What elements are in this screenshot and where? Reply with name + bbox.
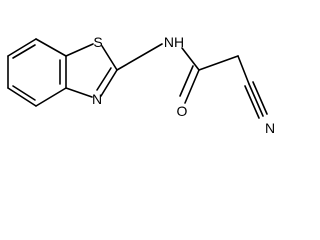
bond-benzene-double-1	[12, 44, 36, 59]
bond-triple-2	[252, 81, 268, 115]
bond-benzene-5	[35, 87, 67, 107]
atom-label-ring-nitrogen: N	[92, 91, 102, 107]
bond-c2-nh	[116, 43, 163, 71]
bond-carbonyl-o-double	[179, 65, 194, 97]
bond-s-c2	[101, 45, 118, 71]
nitrile-triple-bond	[244, 81, 268, 119]
atom-label-carbonyl-oxygen: O	[177, 103, 188, 119]
structure-canvas: S NH N O N	[7, 34, 275, 136]
bond-benzene-2	[7, 38, 37, 57]
bond-c2-n	[100, 69, 118, 97]
bond-benzene-4	[7, 87, 37, 107]
bond-benzene-1	[35, 38, 67, 57]
bond-n-c	[65, 87, 93, 98]
amide-chain	[116, 43, 250, 104]
bond-carbonyl-o	[184, 69, 200, 104]
bond-carbonyl-ch2	[198, 55, 239, 71]
bond-triple-3	[244, 85, 260, 119]
bond-nh-carbonyl	[181, 47, 200, 71]
atom-label-sulfur: S	[93, 34, 102, 50]
thiazole-ring	[65, 43, 118, 98]
atom-label-nitrile-nitrogen: N	[265, 120, 275, 136]
chemical-structure: S NH N O N	[7, 34, 275, 136]
bond-c-s	[65, 43, 94, 57]
bond-ch2-cn	[237, 55, 250, 85]
benzene-ring	[7, 38, 67, 107]
bond-benzene-double-2	[12, 85, 36, 101]
atom-label-amine-nitrogen: NH	[164, 34, 184, 50]
bond-c2-n-double	[96, 67, 112, 91]
bond-triple-1	[248, 83, 264, 117]
